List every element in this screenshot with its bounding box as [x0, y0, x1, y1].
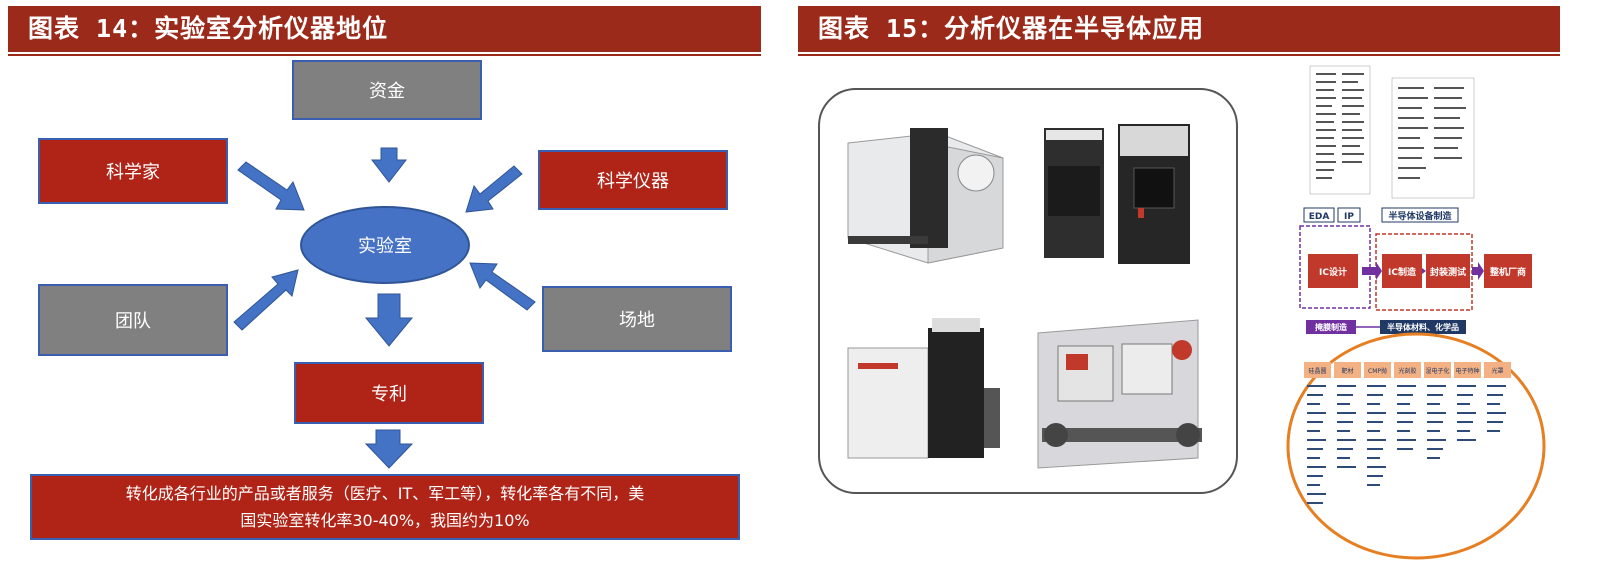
material-category-label: 靶材 — [1341, 367, 1353, 375]
material-category-label: CMP抛 — [1368, 367, 1387, 375]
scientist-label: 科学家 — [106, 162, 160, 183]
packaging-label: 封装测试 — [1430, 266, 1466, 278]
instrument-photo-2 — [1044, 124, 1190, 264]
material-category-header — [1424, 362, 1451, 378]
material-category-header — [1364, 362, 1391, 378]
vendor-list-design — [1309, 65, 1371, 195]
equipment-label: 半导体设备制造 — [1388, 210, 1452, 222]
right-panel-header: 图表 15：分析仪器在半导体应用 — [798, 6, 1560, 52]
right-header-underline — [798, 54, 1560, 56]
oem-label: 整机厂商 — [1489, 266, 1526, 278]
material-category-header — [1454, 362, 1481, 378]
material-category-header — [1334, 362, 1361, 378]
material-category-label: 湿电子化 — [1425, 367, 1449, 375]
vendor-list-equipment — [1391, 77, 1475, 199]
arrow-funding-to-lab — [370, 147, 408, 183]
material-category-label: 光罩 — [1491, 367, 1503, 375]
venue-label: 场地 — [619, 310, 655, 331]
right-panel-title: 图表 15：分析仪器在半导体应用 — [818, 14, 1205, 43]
arrow-lab-to-patent — [364, 293, 414, 347]
material-category-label: 硅晶圆 — [1308, 367, 1326, 375]
material-category-header — [1394, 362, 1421, 378]
left-panel-title: 图表 14：实验室分析仪器地位 — [28, 14, 389, 43]
patent-box: 专利 — [294, 362, 484, 424]
conclusion-line-2: 国实验室转化率30-40%，我国约为10% — [240, 511, 530, 530]
mask-label: 掩膜制造 — [1315, 322, 1347, 332]
instrument-photo-4 — [1037, 319, 1202, 469]
materials-highlight-ellipse — [1286, 332, 1546, 560]
instrument-label: 科学仪器 — [597, 171, 669, 192]
materials-label: 半导体材料、化学品 — [1387, 322, 1459, 332]
ip-label: IP — [1344, 212, 1354, 222]
instrument-photos — [847, 124, 1202, 469]
ic-design-label: IC设计 — [1319, 266, 1347, 278]
arrow-patent-to-conclusion — [364, 429, 414, 469]
eda-label: EDA — [1309, 212, 1330, 222]
team-label: 团队 — [115, 311, 151, 332]
left-header-underline — [8, 54, 761, 56]
lab-label: 实验室 — [358, 236, 412, 257]
arrow-team-to-lab — [233, 269, 299, 331]
ic-mfg-label: IC制造 — [1388, 266, 1417, 278]
material-category-label: 电子特种 — [1455, 367, 1479, 375]
material-category-header — [1304, 362, 1331, 378]
left-panel-header: 图表 14：实验室分析仪器地位 — [8, 6, 761, 52]
conclusion-box: 转化成各行业的产品或者服务（医疗、IT、军工等），转化率各有不同，美 国实验室转… — [30, 474, 740, 540]
instrument-photo-1 — [847, 128, 1004, 264]
material-category-label: 光刻胶 — [1398, 367, 1416, 375]
arrow-scientist-to-lab — [237, 161, 305, 211]
conclusion-line-1: 转化成各行业的产品或者服务（医疗、IT、军工等），转化率各有不同，美 — [125, 484, 645, 503]
material-category-header — [1484, 362, 1511, 378]
instrument-photo-3 — [847, 318, 1000, 459]
patent-label: 专利 — [371, 384, 407, 405]
funding-box: 资金 — [292, 60, 482, 120]
arrow-instrument-to-lab — [465, 165, 523, 213]
venue-box: 场地 — [542, 286, 732, 352]
funding-label: 资金 — [369, 81, 405, 102]
semiconductor-flow-diagram: EDA IP 半导体设备制造 IC设计 IC制造 封装测试 整机厂商 掩膜制造 … — [1286, 65, 1546, 560]
scientist-box: 科学家 — [38, 138, 228, 204]
team-box: 团队 — [38, 284, 228, 356]
arrow-venue-to-lab — [469, 262, 536, 311]
instrument-box: 科学仪器 — [538, 150, 728, 210]
lab-oval: 实验室 — [300, 206, 470, 284]
diagram-arrows — [233, 147, 536, 469]
